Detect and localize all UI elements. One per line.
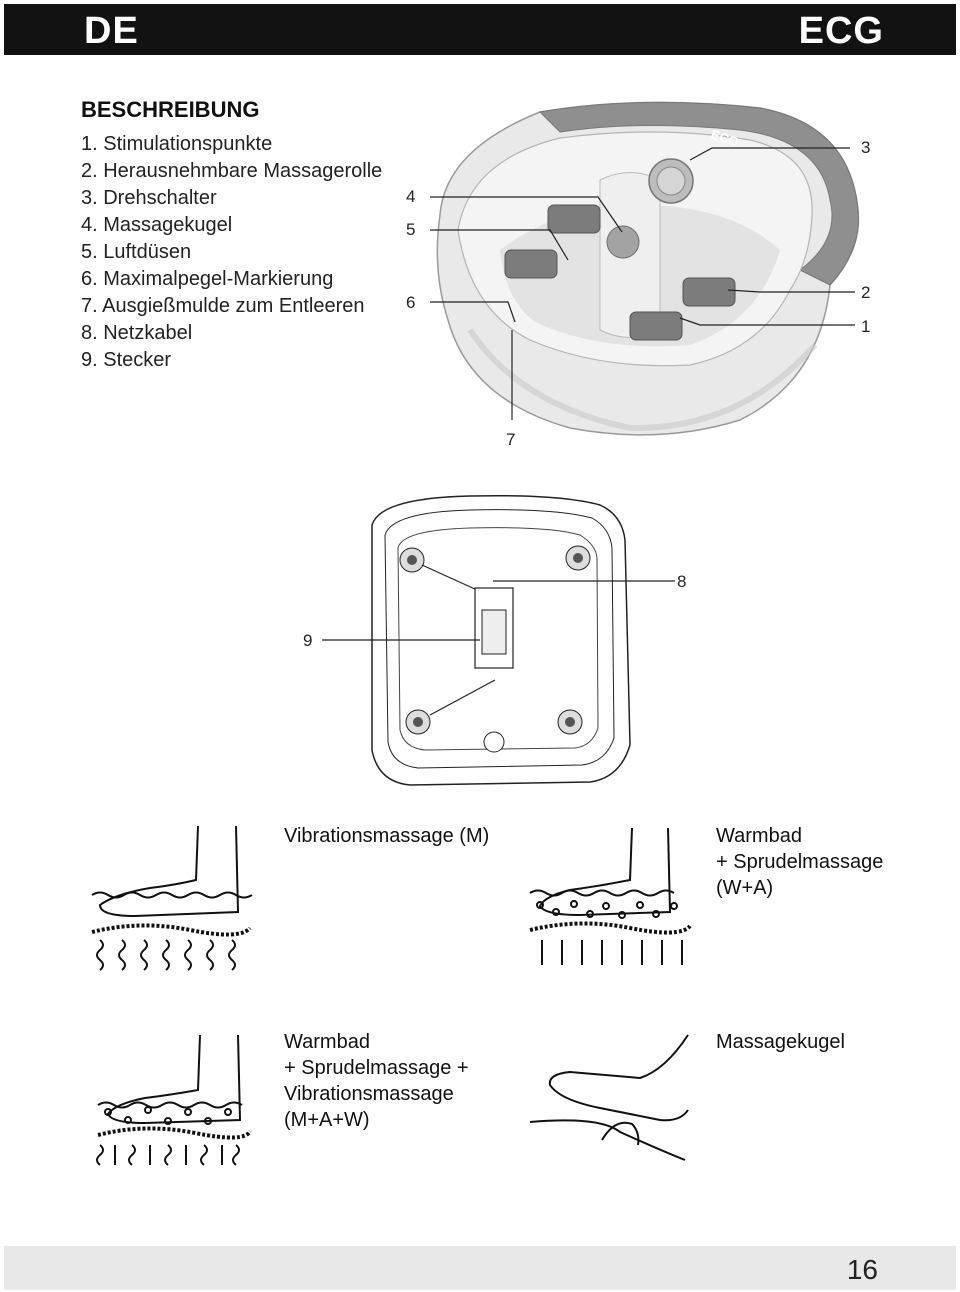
callout-3: 3 — [861, 138, 871, 157]
description-list: 1. Stimulationspunkte 2. Herausnehmbare … — [81, 131, 382, 374]
callout-5: 5 — [406, 220, 416, 239]
list-item: 2. Herausnehmbare Massagerolle — [81, 160, 383, 182]
caption-line: (W+A) — [716, 877, 774, 899]
list-item: 8. Netzkabel — [81, 322, 193, 344]
callout-9: 9 — [303, 631, 313, 650]
mode-combined-illustration — [96, 1034, 252, 1166]
callout-8: 8 — [677, 572, 687, 591]
caption-bubble: Warmbad + Sprudelmassage (W+A) — [716, 823, 883, 901]
caption-line: Warmbad — [716, 825, 802, 847]
caption-combined: Warmbad + Sprudelmassage + Vibrationsmas… — [284, 1029, 469, 1133]
caption-line: + Sprudelmassage — [716, 851, 884, 873]
leader-lines — [430, 147, 855, 420]
caption-line: Warmbad — [284, 1031, 370, 1053]
list-item: 5. Luftdüsen — [81, 241, 192, 263]
caption-line: Vibrationsmassage — [284, 1083, 454, 1105]
mode-ball-illustration — [529, 1034, 689, 1161]
list-item: 6. Maximalpegel-Markierung — [81, 268, 334, 290]
list-item: 9. Stecker — [81, 349, 172, 371]
brand-logo: ECG — [798, 10, 884, 52]
language-code: DE — [84, 10, 139, 52]
caption-ball: Massagekugel — [716, 1031, 845, 1053]
callout-2: 2 — [861, 283, 871, 302]
list-item: 3. Drehschalter — [81, 187, 217, 209]
header-bar: DE ECG — [4, 4, 956, 55]
caption-vibration: Vibrationsmassage (M) — [284, 825, 490, 847]
list-item: 1. Stimulationspunkte — [81, 133, 273, 155]
caption-line: + Sprudelmassage + — [284, 1057, 469, 1079]
caption-line: (M+A+W) — [284, 1109, 370, 1131]
section-title: BESCHREIBUNG — [81, 97, 260, 122]
mode-bubble-illustration — [529, 827, 692, 965]
list-item: 7. Ausgießmulde zum Entleeren — [81, 295, 365, 317]
mode-vibration-illustration — [91, 825, 253, 971]
list-item: 4. Massagekugel — [81, 214, 233, 236]
callout-1: 1 — [861, 317, 871, 336]
bottom-view-illustration — [322, 494, 675, 786]
foot-spa-illustration: ECG — [436, 101, 860, 436]
footer-bar: 16 — [4, 1246, 956, 1290]
callout-6: 6 — [406, 293, 416, 312]
callout-7: 7 — [506, 430, 516, 449]
callout-4: 4 — [406, 187, 416, 206]
page-number: 16 — [846, 1254, 878, 1285]
